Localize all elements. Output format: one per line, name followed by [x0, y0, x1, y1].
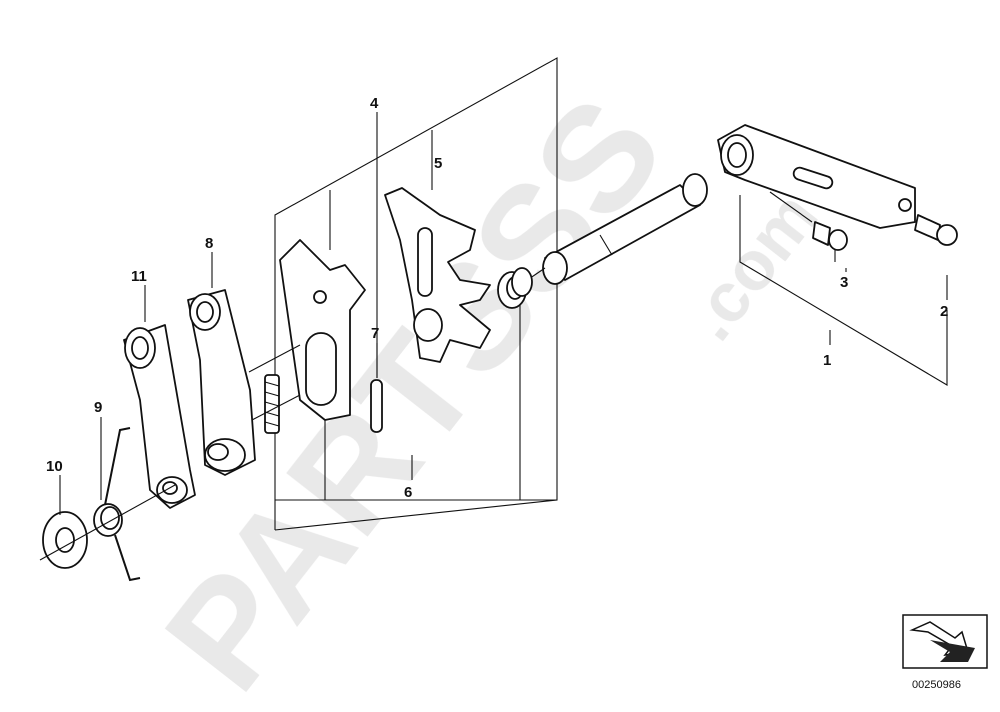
callout-10: 10	[46, 458, 63, 475]
callout-8: 8	[205, 235, 213, 252]
coil-spring	[497, 267, 533, 309]
callout-4: 4	[370, 95, 379, 112]
callout-3: 3	[840, 274, 848, 291]
lever-plate	[279, 239, 366, 421]
callout-11: 11	[131, 268, 147, 285]
diagram-code: 00250986	[912, 679, 961, 691]
washer	[39, 484, 176, 569]
leader-lines	[59, 112, 948, 515]
callout-9: 9	[94, 399, 102, 416]
callout-6: 6	[404, 484, 412, 501]
callout-numbers: 1 2 3 4 5 6 7 8 9 10 11	[46, 95, 948, 501]
bolt	[769, 191, 848, 262]
callout-7: 7	[371, 325, 379, 342]
lever-arm	[717, 124, 916, 229]
ball-pin	[914, 214, 958, 246]
callout-2: 2	[940, 303, 948, 320]
callout-1: 1	[823, 352, 831, 369]
direction-arrow-icon	[902, 614, 988, 669]
link-8	[187, 289, 256, 476]
callout-5: 5	[434, 155, 442, 172]
pin	[370, 379, 383, 433]
link-11	[123, 324, 196, 509]
bracket-1	[739, 195, 948, 386]
bracket-lines	[274, 57, 558, 531]
compression-spring	[248, 344, 301, 434]
shaft	[519, 173, 708, 286]
selector-plate	[384, 187, 491, 363]
